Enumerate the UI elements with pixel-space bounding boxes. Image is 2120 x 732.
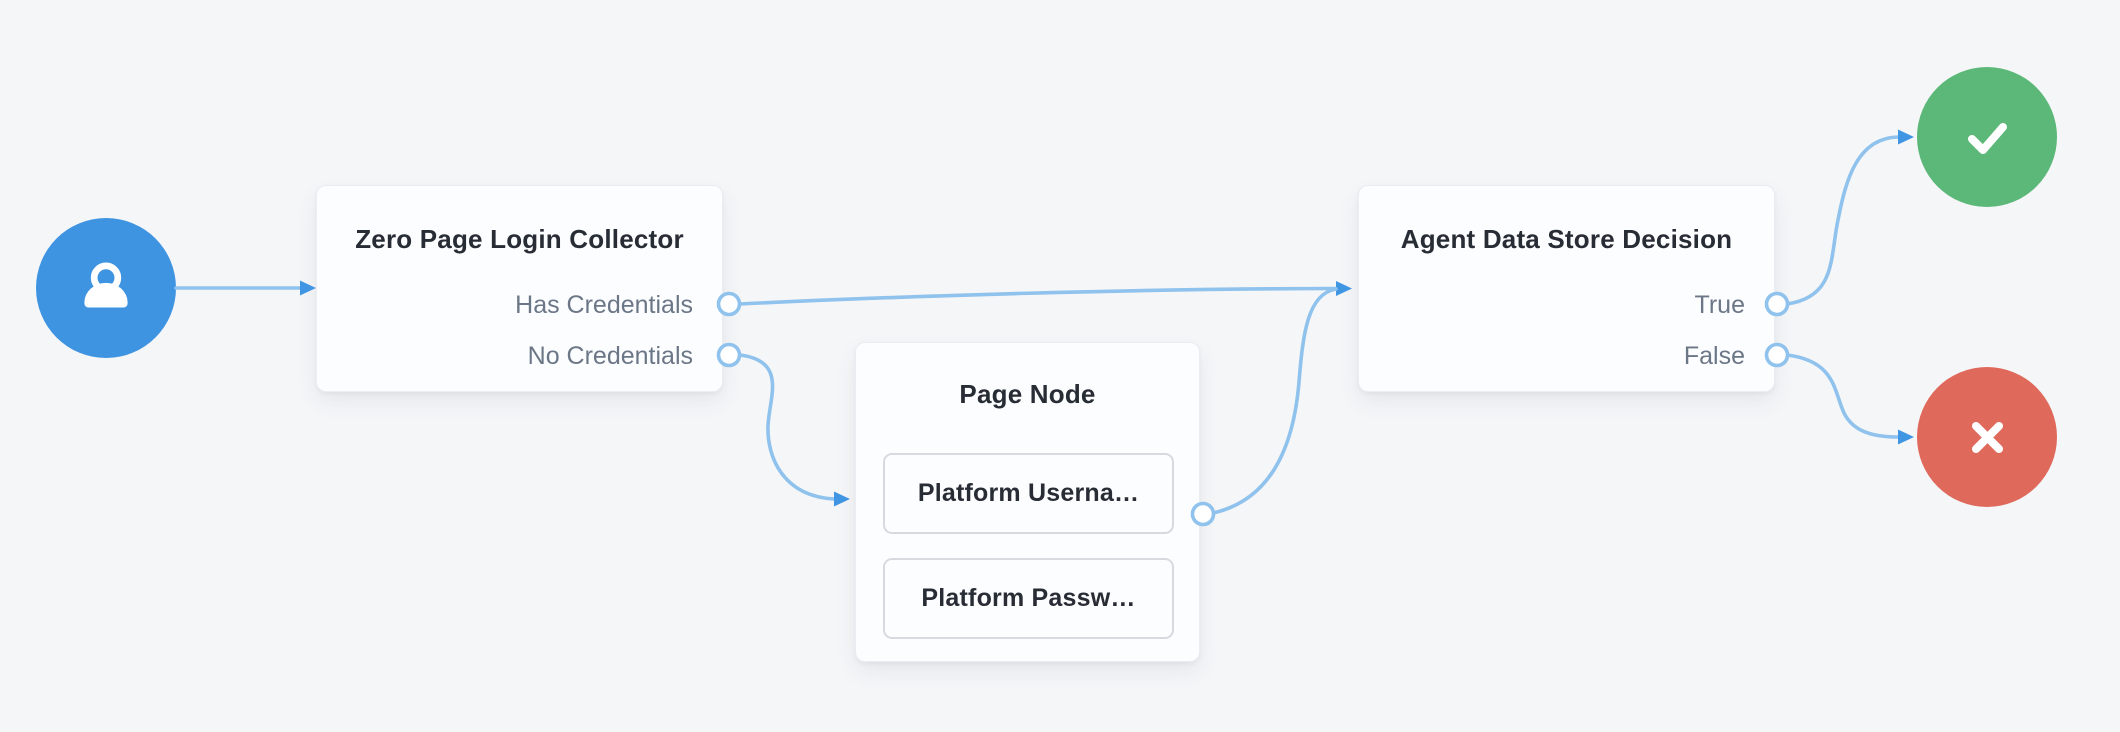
node-outputs: Has Credentials No Credentials [317, 287, 722, 374]
field-platform-password[interactable]: Platform Passw… [883, 558, 1174, 639]
start-node[interactable] [36, 218, 176, 358]
output-has-credentials: Has Credentials [515, 291, 693, 319]
node-agent-data-store-decision[interactable]: Agent Data Store Decision True False [1358, 185, 1775, 392]
edge-true-to-success[interactable] [1785, 129, 1914, 306]
end-failure-node[interactable] [1917, 367, 2057, 507]
end-success-node[interactable] [1917, 67, 2057, 207]
node-outputs: True False [1359, 287, 1774, 374]
node-title: Page Node [959, 379, 1096, 409]
output-true: True [1694, 291, 1745, 319]
edge-has-credentials-to-decision[interactable] [738, 281, 1352, 306]
edge-start-to-zero[interactable] [174, 280, 316, 296]
node-zero-page-login-collector[interactable]: Zero Page Login Collector Has Credential… [316, 185, 723, 392]
edge-page-node-to-decision[interactable] [1211, 287, 1338, 515]
edge-no-credentials-to-page-node[interactable] [738, 353, 850, 507]
field-platform-username[interactable]: Platform Userna… [883, 453, 1174, 534]
x-icon [1952, 402, 2022, 472]
node-title: Zero Page Login Collector [355, 224, 684, 254]
node-page-node[interactable]: Page Node Platform Userna… Platform Pass… [855, 342, 1200, 662]
output-false: False [1683, 342, 1745, 370]
user-icon [70, 252, 142, 324]
edge-false-to-failure[interactable] [1785, 353, 1914, 445]
node-title: Agent Data Store Decision [1400, 224, 1733, 254]
check-icon [1952, 102, 2022, 172]
output-no-credentials: No Credentials [527, 342, 693, 370]
